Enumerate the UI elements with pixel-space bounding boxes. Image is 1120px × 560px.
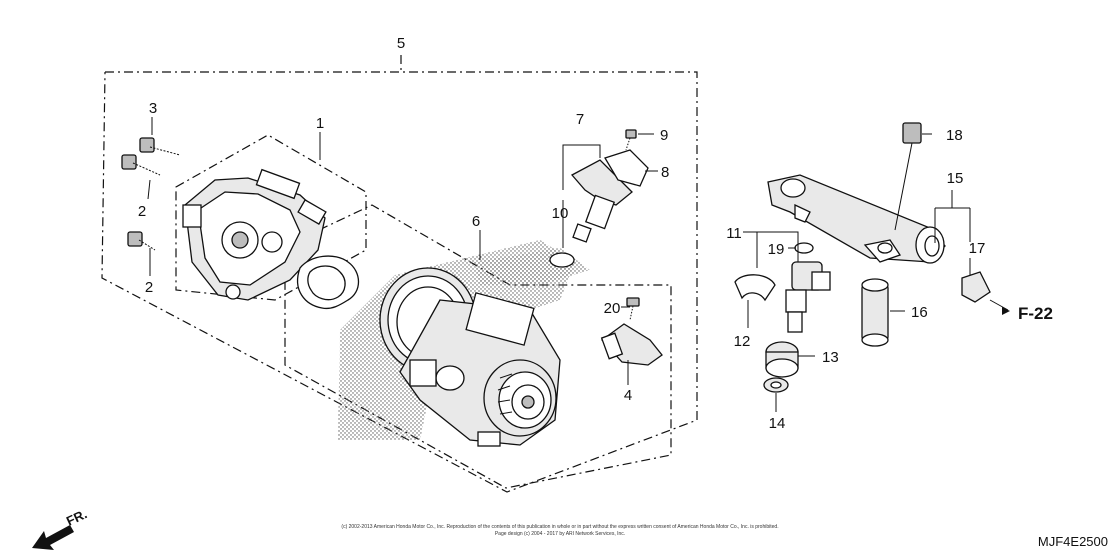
gasket <box>297 255 360 310</box>
part-1-box <box>175 134 367 301</box>
collar-16 <box>861 278 889 347</box>
callout-8: 8 <box>661 164 669 181</box>
bolt-18 <box>894 122 922 231</box>
sensor-7 <box>570 159 633 243</box>
callout-2b: 2 <box>145 279 153 296</box>
seal-13 <box>765 341 799 378</box>
callout-7: 7 <box>576 111 584 128</box>
screw-9 <box>625 129 637 151</box>
assembly-frame <box>101 55 698 493</box>
clip-12 <box>734 274 776 302</box>
part-1-housing <box>182 168 327 301</box>
front-label: FR. <box>64 506 89 528</box>
copyright-line-1: (c) 2002-2013 American Honda Motor Co., … <box>341 524 778 530</box>
callouts: 5 1 3 2 2 6 7 9 8 10 20 4 18 15 17 16 11… <box>138 35 986 432</box>
front-marker: FR. <box>32 506 89 550</box>
callout-16: 16 <box>911 304 928 321</box>
callout-4: 4 <box>624 387 632 404</box>
callout-14: 14 <box>769 415 786 432</box>
callout-15: 15 <box>947 170 964 187</box>
leader-lines <box>147 117 1009 412</box>
part-6-throttle-body <box>379 267 561 447</box>
sensor-4 <box>600 323 663 366</box>
connector-17 <box>961 271 991 303</box>
callout-20: 20 <box>604 300 621 317</box>
reference-label: F-22 <box>1018 304 1053 323</box>
callout-5: 5 <box>397 35 405 52</box>
reference-arrow <box>1002 307 1010 315</box>
screw-20 <box>626 297 640 321</box>
part-6-box <box>284 204 672 489</box>
callout-12: 12 <box>734 333 751 350</box>
front-arrow-icon <box>32 525 74 550</box>
callout-9: 9 <box>660 127 668 144</box>
callout-6: 6 <box>472 213 480 230</box>
injector-11 <box>785 261 831 333</box>
callout-18: 18 <box>946 127 963 144</box>
callout-2a: 2 <box>138 203 146 220</box>
copyright-line-2: Page design (c) 2004 - 2017 by ARI Netwo… <box>495 531 625 537</box>
callout-13: 13 <box>822 349 839 366</box>
bolt-3 <box>139 137 181 156</box>
diagram-code: MJF4E2500 <box>1038 534 1108 549</box>
callout-1: 1 <box>316 115 324 132</box>
oring-10 <box>549 252 575 268</box>
washer-14 <box>763 377 789 393</box>
bolt-2-lower <box>127 231 156 251</box>
callout-10: 10 <box>552 205 569 222</box>
callout-3: 3 <box>149 100 157 117</box>
plate-8 <box>604 149 649 187</box>
fuel-rail-15 <box>767 174 946 264</box>
callout-17: 17 <box>969 240 986 257</box>
callout-19: 19 <box>768 241 785 258</box>
bolt-2-upper <box>121 154 161 176</box>
callout-11: 11 <box>726 225 742 242</box>
